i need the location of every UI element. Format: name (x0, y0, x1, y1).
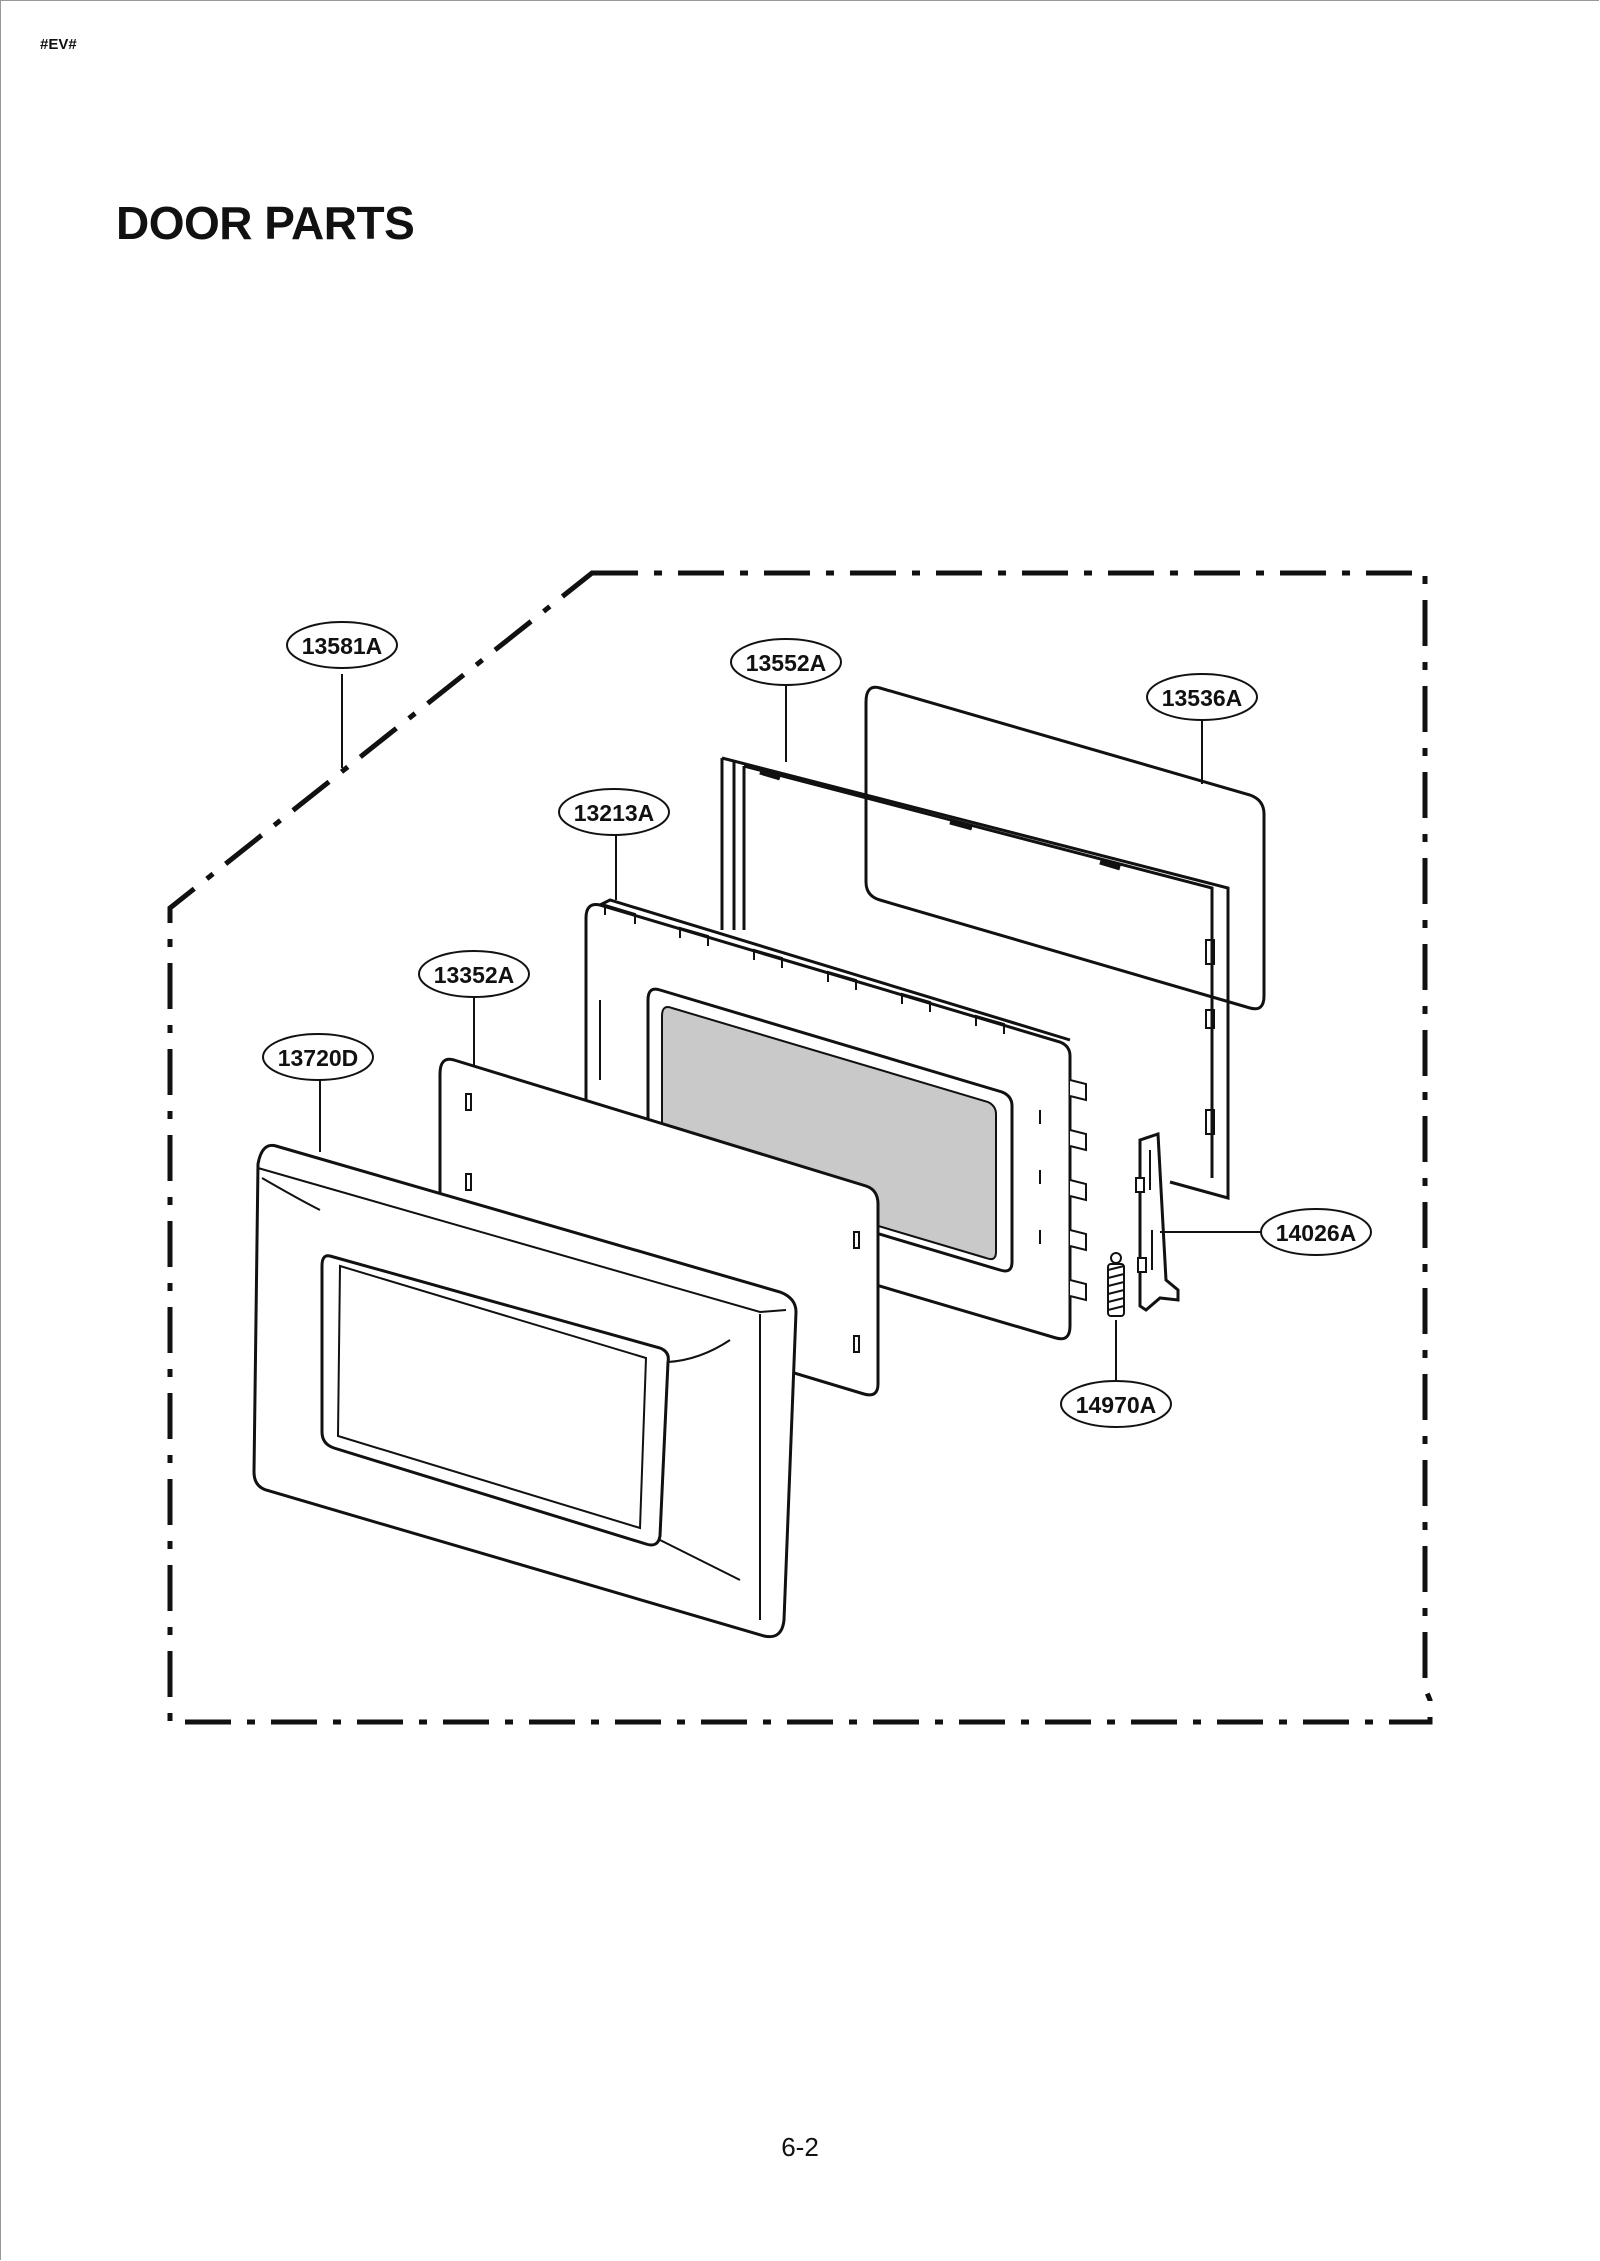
part-13720d-shape (252, 1143, 798, 1639)
callout-13720d: 13720D (262, 1033, 374, 1081)
callout-13352a: 13352A (418, 950, 530, 998)
callout-13213a: 13213A (558, 788, 670, 836)
callout-13536a: 13536A (1146, 673, 1258, 721)
part-13552a-shape (720, 756, 1230, 1200)
callout-label: 13213A (574, 800, 655, 826)
part-13536a-shape (864, 685, 1266, 1011)
page-title: DOOR PARTS (116, 197, 415, 249)
callout-label: 14026A (1276, 1220, 1357, 1246)
callout-label: 13581A (302, 633, 383, 659)
callout-label: 13720D (278, 1045, 359, 1071)
callout-13581a: 13581A (286, 621, 398, 669)
leader-lines (319, 674, 1262, 1380)
callout-13552a: 13552A (730, 638, 842, 686)
part-14026a-shape (1135, 1131, 1180, 1312)
callout-label: 14970A (1076, 1392, 1157, 1418)
callout-14970a: 14970A (1060, 1380, 1172, 1428)
document-code: #EV# (40, 36, 77, 53)
callout-label: 13552A (746, 650, 827, 676)
callout-label: 13352A (434, 962, 515, 988)
callout-label: 13536A (1162, 685, 1243, 711)
part-14970a-shape (1107, 1252, 1125, 1317)
page-number: 6-2 (781, 2132, 819, 2162)
callout-14026a: 14026A (1260, 1208, 1372, 1256)
